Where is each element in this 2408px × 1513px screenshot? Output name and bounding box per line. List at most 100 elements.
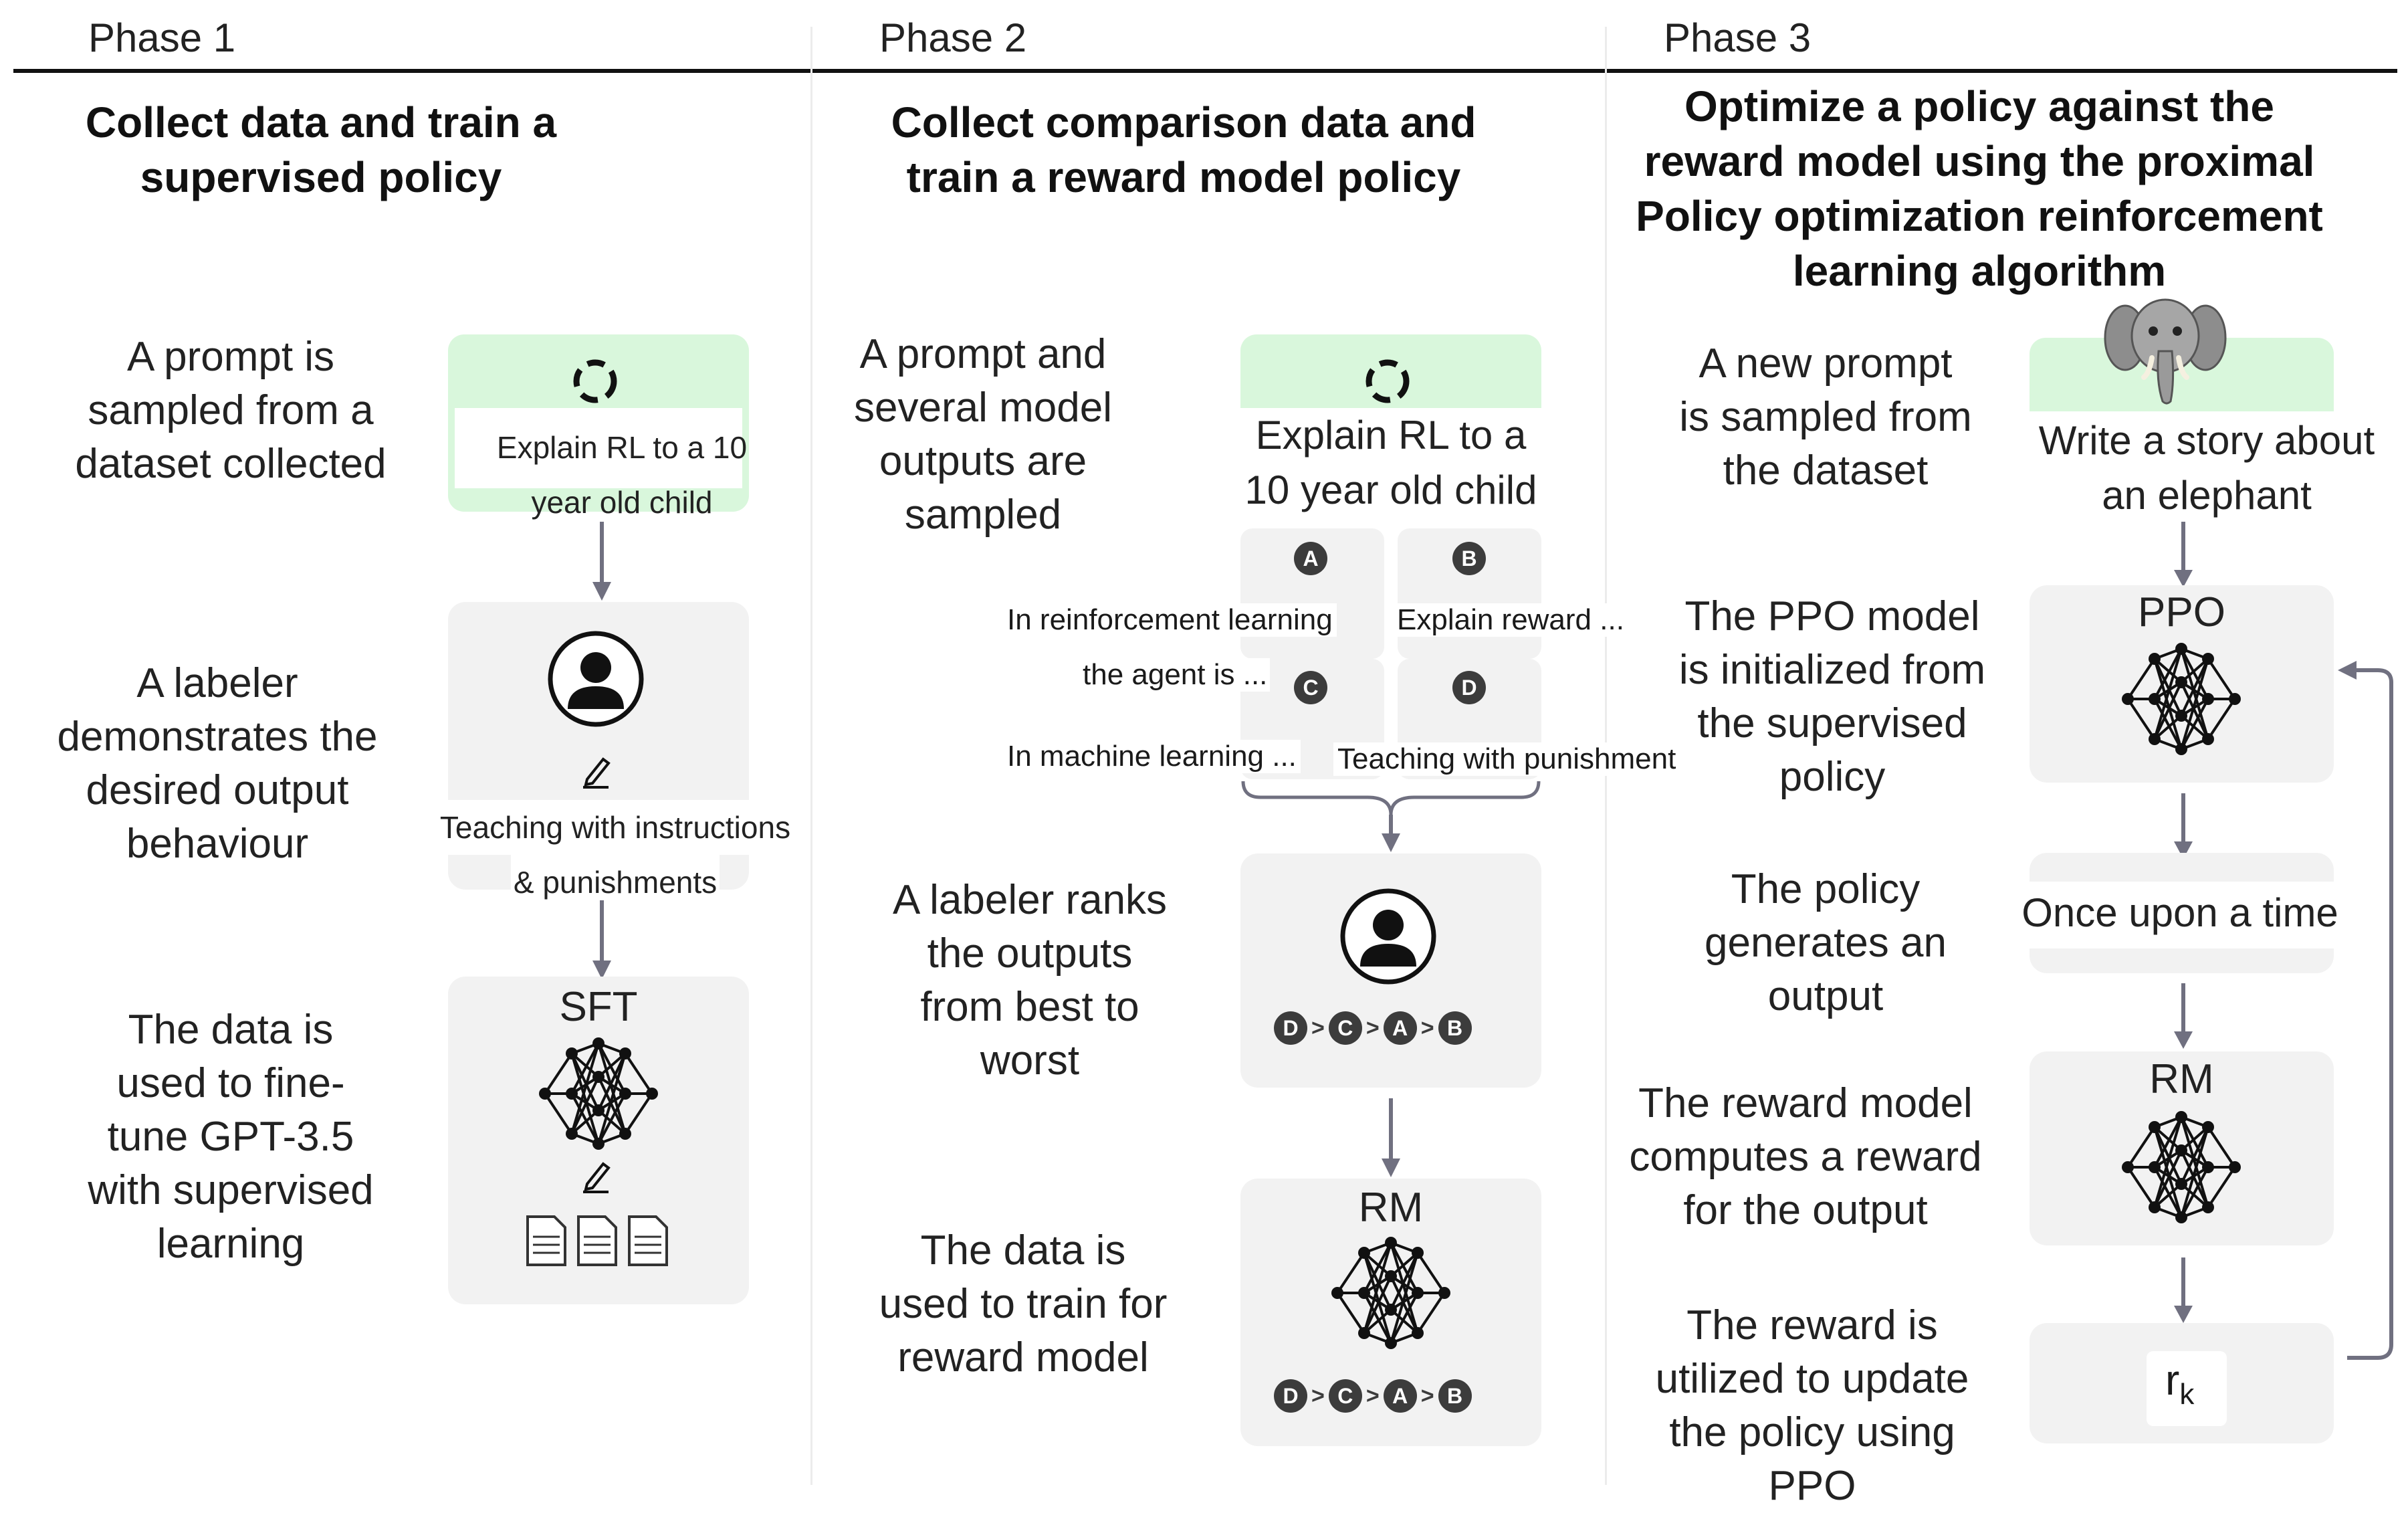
sft-label: SFT [559, 984, 638, 1030]
network-edge [1390, 1252, 1419, 1310]
network-edge [2207, 698, 2236, 740]
network-edge [2180, 1167, 2209, 1218]
network-node [592, 1138, 605, 1150]
network-edge [1416, 1251, 1446, 1294]
network-node [1385, 1237, 1397, 1249]
network-node [2122, 1161, 2134, 1173]
network-node [2175, 1111, 2187, 1123]
option-d-badge: D [1452, 671, 1486, 704]
network-node [1385, 1337, 1397, 1349]
network-edge [2153, 1116, 2183, 1168]
network-edge [1390, 1252, 1419, 1344]
network-edge [1390, 1292, 1419, 1344]
network-node [619, 1128, 631, 1140]
network-node [2149, 693, 2161, 705]
network-edge [2153, 1126, 2183, 1218]
refresh-icon [1365, 359, 1410, 403]
network-node [2175, 743, 2187, 755]
network-node [566, 1128, 578, 1140]
network-node [619, 1088, 631, 1100]
divider-1 [810, 27, 812, 1485]
pencil-icon [583, 757, 611, 789]
option-a-text-line-1: In reinforcement learning [1003, 603, 1337, 637]
arrow-p3-2 [2174, 793, 2193, 859]
network-node [2175, 1178, 2187, 1190]
option-a-badge: A [1294, 542, 1327, 575]
network-edge [2153, 648, 2183, 740]
refresh-icon [573, 359, 617, 403]
network-node [1358, 1247, 1370, 1259]
network-edge [1390, 1242, 1419, 1294]
network-edge [544, 1092, 573, 1135]
feedback-loop-arrow [2338, 661, 2393, 1360]
network-edge [570, 1053, 600, 1111]
option-c-text: In machine learning ... [1003, 740, 1301, 773]
network-node [2202, 1201, 2214, 1213]
network-edge [2153, 1167, 2183, 1218]
network-edge [2207, 1166, 2236, 1209]
network-node [2149, 653, 2161, 665]
network-node [2175, 1211, 2187, 1223]
ranking-order-1: D> C> A> B [1274, 1011, 1472, 1045]
network-node [2202, 733, 2214, 745]
network-edge [2126, 698, 2156, 740]
network-node [2229, 693, 2241, 705]
network-edge [570, 1043, 600, 1094]
network-edge [2153, 648, 2183, 700]
arrow-p3-1 [2174, 522, 2193, 587]
network-edge [570, 1093, 600, 1144]
network-edge [2180, 648, 2209, 740]
network-edge [1363, 1276, 1392, 1334]
network-node [2175, 676, 2187, 688]
network-edge [2153, 682, 2183, 740]
phase-1-demonstration-text: Teaching with instructions & punishments [401, 800, 829, 910]
network-node [1412, 1327, 1424, 1339]
network-node [646, 1088, 658, 1100]
network-node [2229, 1161, 2241, 1173]
network-node [1438, 1287, 1450, 1299]
pencil-icon [583, 1162, 611, 1193]
phase-1-label: Phase 1 [88, 15, 236, 60]
network-edge [2153, 698, 2183, 750]
network-edge [1363, 1252, 1392, 1310]
network-edge [597, 1053, 627, 1111]
network-node [592, 1037, 605, 1049]
network-node [619, 1047, 631, 1060]
network-node [2122, 693, 2134, 705]
network-edge [2180, 658, 2209, 750]
network-edge [570, 1053, 600, 1144]
network-edge [597, 1043, 627, 1094]
network-edge [597, 1053, 627, 1144]
network-node [1385, 1304, 1397, 1316]
network-node [1412, 1287, 1424, 1299]
network-edge [570, 1076, 600, 1134]
network-edge [2153, 1150, 2183, 1208]
policy-output-text: Once upon a time [2021, 890, 2338, 935]
network-edge [1363, 1252, 1392, 1344]
phase-3-rm-label: RM [2149, 1056, 2214, 1102]
network-edge [624, 1092, 653, 1135]
network-node [1358, 1287, 1370, 1299]
network-node [592, 1071, 605, 1083]
network-node [2149, 1161, 2161, 1173]
reward-value-box [2147, 1351, 2227, 1426]
network-edge [2126, 1166, 2156, 1209]
network-edge [544, 1052, 573, 1095]
network-edge [2207, 658, 2236, 700]
neural-network-icon [539, 1037, 658, 1150]
arrow-p1-1 [592, 522, 611, 601]
neural-network-icon [2122, 643, 2241, 755]
network-edge [2207, 1126, 2236, 1169]
option-b-badge: B [1452, 542, 1486, 575]
network-edge [2180, 1126, 2209, 1185]
network-edge [2180, 682, 2209, 740]
